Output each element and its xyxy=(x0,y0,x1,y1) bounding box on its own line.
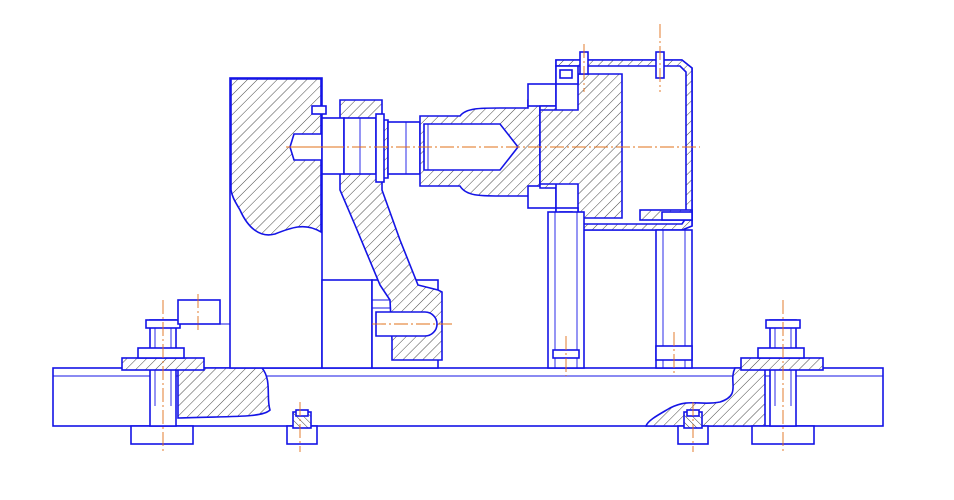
base-plate xyxy=(52,367,884,427)
left-upright xyxy=(177,77,323,369)
bottom-screw-right xyxy=(677,402,709,452)
bottom-screw-left xyxy=(286,402,318,452)
left-clamp-bolt xyxy=(121,300,205,452)
threaded-shaft xyxy=(387,99,541,197)
support-post-right xyxy=(655,229,693,376)
support-post-left xyxy=(547,211,585,376)
housing xyxy=(527,59,693,231)
housing-top-screws xyxy=(579,24,665,92)
pin-bushing xyxy=(289,113,385,183)
right-clamp-bolt xyxy=(740,300,824,452)
